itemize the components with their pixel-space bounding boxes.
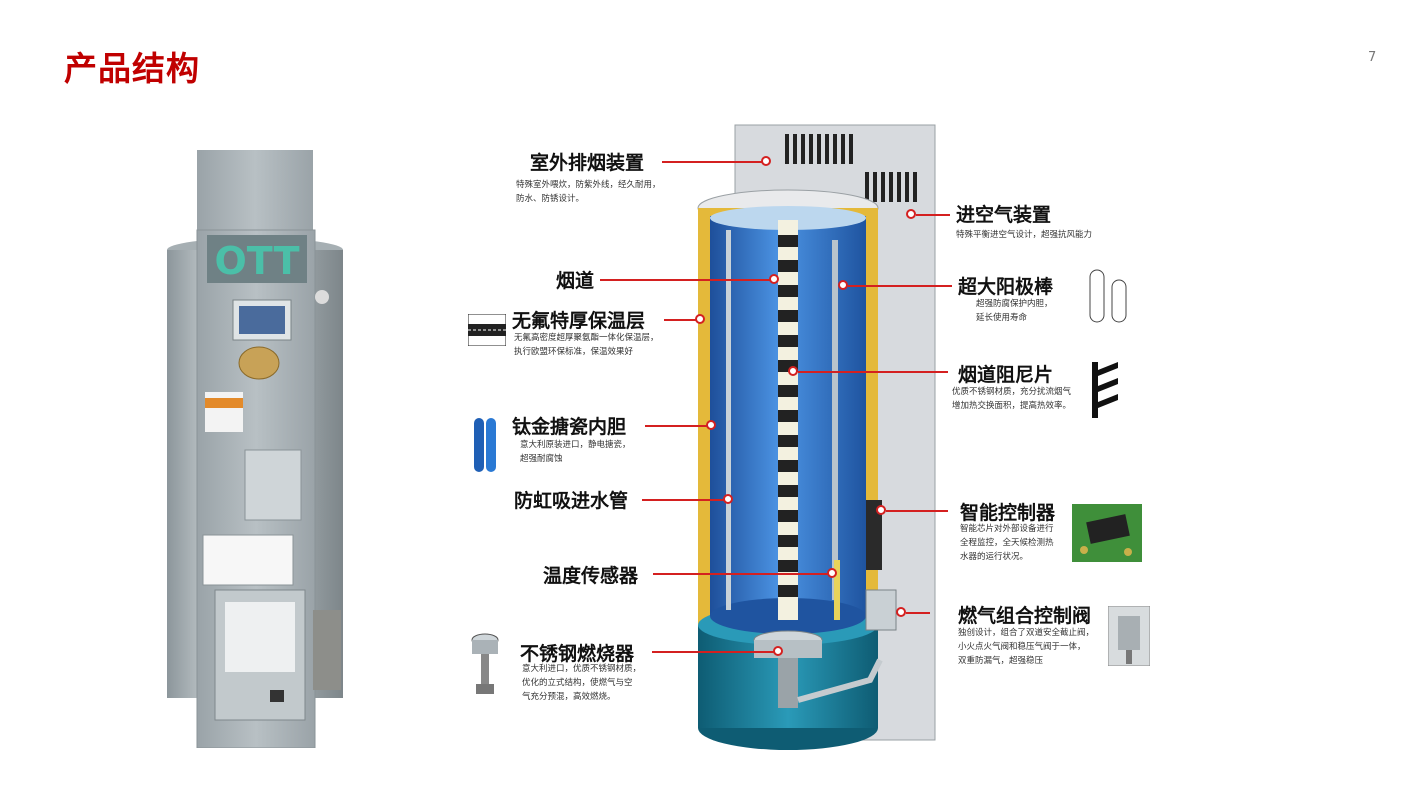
leader-inner-tank bbox=[645, 425, 707, 427]
label-anti-siphon: 防虹吸进水管 bbox=[514, 490, 629, 512]
inner-tank-sample-icon bbox=[472, 416, 498, 474]
marker-controller bbox=[876, 505, 886, 515]
leader-flue bbox=[600, 279, 770, 281]
leader-outdoor-exhaust bbox=[662, 161, 762, 163]
marker-air-intake bbox=[906, 209, 916, 219]
gas-valve-sample-icon bbox=[1107, 605, 1151, 667]
desc-air-intake: 特殊平衡进空气设计，超强抗风能力 bbox=[956, 230, 1093, 240]
label-flue: 烟道 bbox=[556, 270, 595, 292]
label-anode-rod: 超大阳极棒 bbox=[958, 276, 1054, 298]
desc-inner-tank: 意大利原装进口，静电搪瓷，超强耐腐蚀 bbox=[520, 440, 631, 464]
leader-insulation bbox=[664, 319, 696, 321]
label-temp-sensor: 温度传感器 bbox=[543, 565, 639, 587]
marker-flue bbox=[769, 274, 779, 284]
label-insulation: 无氟特厚保温层 bbox=[512, 310, 646, 332]
marker-anode-rod bbox=[838, 280, 848, 290]
desc-controller: 智能芯片对外部设备进行全程监控，全天候检测热水器的运行状况。 bbox=[960, 524, 1054, 562]
marker-burner bbox=[773, 646, 783, 656]
marker-anti-siphon bbox=[723, 494, 733, 504]
label-outdoor-exhaust: 室外排烟装置 bbox=[530, 152, 645, 174]
desc-burner: 意大利进口，优质不锈钢材质，优化的立式结构，使燃气与空气充分预混，高效燃烧。 bbox=[522, 664, 642, 702]
leader-temp-sensor bbox=[653, 573, 828, 575]
desc-anode-rod: 超强防腐保护内胆，延长使用寿命 bbox=[976, 299, 1053, 323]
desc-baffle: 优质不锈钢材质，充分扰流烟气增加热交换面积，提高热效率。 bbox=[952, 387, 1072, 411]
label-inner-tank: 钛金搪瓷内胆 bbox=[512, 416, 627, 438]
marker-gas-valve bbox=[896, 607, 906, 617]
label-gas-valve: 燃气组合控制阀 bbox=[958, 605, 1092, 627]
leader-burner bbox=[652, 651, 774, 653]
marker-baffle bbox=[788, 366, 798, 376]
cutaway-diagram bbox=[680, 120, 940, 770]
slide-title: 产品结构 bbox=[64, 49, 200, 88]
label-baffle: 烟道阻尼片 bbox=[958, 364, 1054, 386]
marker-inner-tank bbox=[706, 420, 716, 430]
desc-gas-valve: 独创设计，组合了双道安全截止阀，小火点火气阀和稳压气阀于一体，双重防漏气，超强稳… bbox=[958, 628, 1095, 666]
insulation-sample-icon bbox=[467, 313, 507, 347]
desc-outdoor-exhaust: 特殊室外喂炊，防紫外线，经久耐用，防水、防锈设计。 bbox=[516, 180, 661, 204]
leader-controller bbox=[886, 510, 948, 512]
leader-anode-rod bbox=[848, 285, 952, 287]
leader-gas-valve bbox=[906, 612, 930, 614]
burner-sample-icon bbox=[470, 632, 500, 698]
anode-rod-sample-icon bbox=[1086, 266, 1132, 324]
label-controller: 智能控制器 bbox=[960, 502, 1056, 524]
controller-sample-icon bbox=[1072, 504, 1142, 562]
brand-logo: OTT bbox=[214, 239, 299, 283]
leader-anti-siphon bbox=[642, 499, 724, 501]
desc-insulation: 无氟高密度超厚聚氨酯一体化保温层，执行欧盟环保标准，保温效果好 bbox=[514, 333, 659, 357]
page-number: 7 bbox=[1368, 50, 1377, 65]
water-heater-photo: OTT bbox=[165, 150, 345, 748]
leader-baffle bbox=[798, 371, 948, 373]
water-heater-illustration: OTT bbox=[167, 150, 343, 748]
leader-air-intake bbox=[916, 214, 950, 216]
label-burner: 不锈钢燃烧器 bbox=[520, 643, 635, 665]
heater-cutaway-illustration bbox=[697, 124, 936, 750]
label-air-intake: 进空气装置 bbox=[956, 204, 1052, 226]
marker-insulation bbox=[695, 314, 705, 324]
marker-temp-sensor bbox=[827, 568, 837, 578]
marker-outdoor-exhaust bbox=[761, 156, 771, 166]
baffle-sample-icon bbox=[1088, 360, 1124, 420]
